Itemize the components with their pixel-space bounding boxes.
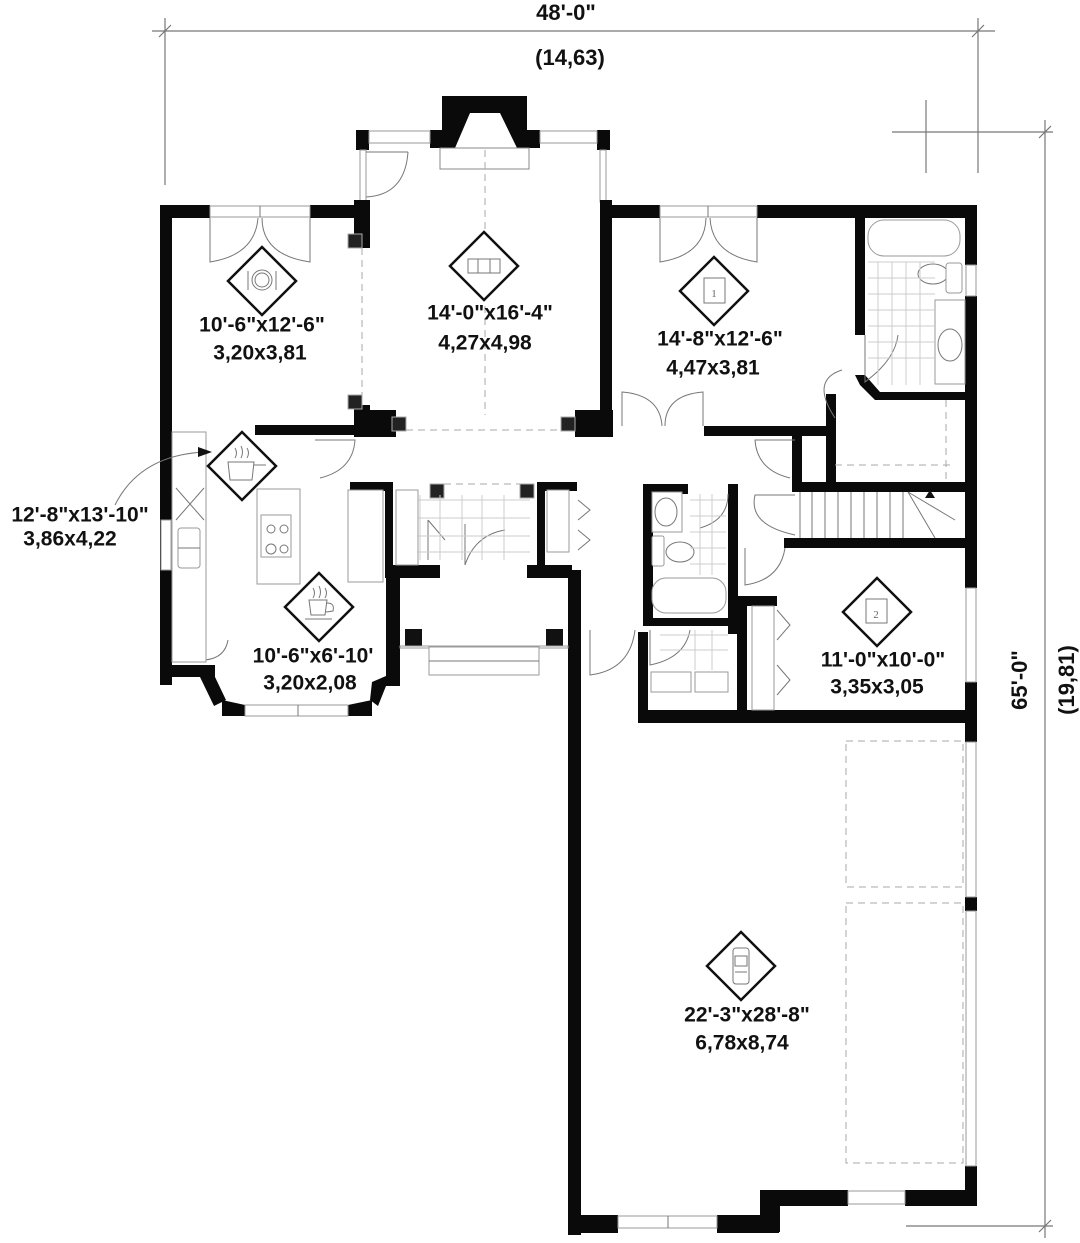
room-diamond bbox=[206, 430, 278, 502]
room-imperial-dimensions: 10'-6"x6'-10' bbox=[253, 645, 374, 668]
room-diamond bbox=[448, 230, 520, 302]
coffee-cup-icon bbox=[305, 585, 334, 620]
room-garage: 22'-3"x28'-8" 6,78x8,74 bbox=[684, 930, 810, 1055]
dining-plate-icon bbox=[247, 269, 277, 291]
overall-depth-imperial: 65'-0" bbox=[1007, 650, 1032, 710]
garage-door-outline bbox=[845, 740, 964, 888]
room-imperial-dimensions: 10'-6"x12'-6" bbox=[199, 314, 325, 337]
cooking-pot-icon bbox=[227, 445, 266, 481]
room-diamond bbox=[226, 245, 298, 317]
room-imperial-dimensions: 22'-3"x28'-8" bbox=[684, 1004, 810, 1027]
room-metric-dimensions: 4,27x4,98 bbox=[438, 332, 532, 355]
sofa-icon bbox=[467, 258, 501, 274]
room-diamond bbox=[678, 255, 750, 327]
room-metric-dimensions: 3,35x3,05 bbox=[830, 676, 924, 699]
room-living: 14'-0"x16'-4" 4,27x4,98 bbox=[427, 230, 553, 355]
bedroom-1-icon: 1 bbox=[703, 277, 726, 304]
windows bbox=[160, 205, 977, 1229]
room-diamond bbox=[841, 576, 913, 648]
room-metric-dimensions: 6,78x8,74 bbox=[695, 1032, 789, 1055]
overall-depth-metric: (19,81) bbox=[1054, 645, 1079, 715]
room-metric-dimensions: 3,20x3,81 bbox=[213, 342, 307, 365]
room-imperial-dimensions: 11'-0"x10'-0" bbox=[821, 649, 945, 672]
bath-fixtures bbox=[398, 219, 966, 693]
room-imperial-dimensions: 12'-8"x13'-10" bbox=[11, 504, 148, 527]
room-imperial-dimensions: 14'-8"x12'-6" bbox=[657, 328, 783, 351]
room-breakfast-nook: 10'-6"x6'-10' 3,20x2,08 bbox=[253, 571, 374, 695]
doors bbox=[204, 217, 899, 696]
car-icon bbox=[732, 947, 750, 985]
room-metric-dimensions: 3,20x2,08 bbox=[263, 672, 357, 695]
garage-door-outline bbox=[845, 902, 964, 1164]
room-kitchen: 12'-8"x13'-10" 3,86x4,22 bbox=[11, 430, 278, 551]
stairs bbox=[799, 400, 956, 539]
window bbox=[368, 130, 431, 144]
room-diamond bbox=[283, 571, 355, 643]
overall-width-imperial: 48'-0" bbox=[536, 0, 596, 25]
columns bbox=[347, 233, 576, 646]
bedroom-2-icon: 2 bbox=[865, 598, 888, 624]
room-master-bedroom: 1 14'-8"x12'-6" 4,47x3,81 bbox=[657, 255, 783, 380]
room-dining: 10'-6"x12'-6" 3,20x3,81 bbox=[199, 245, 325, 365]
room-metric-dimensions: 4,47x3,81 bbox=[666, 357, 760, 380]
overall-width-metric: (14,63) bbox=[535, 45, 605, 70]
fireplace bbox=[430, 96, 540, 415]
window bbox=[539, 130, 598, 144]
bedroom-number: 2 bbox=[873, 609, 879, 621]
kitchen-fixtures bbox=[171, 431, 384, 663]
room-metric-dimensions: 3,86x4,22 bbox=[23, 528, 116, 551]
dimension-lines bbox=[152, 18, 1053, 1238]
bedroom-number: 1 bbox=[711, 288, 717, 300]
room-bedroom-2: 2 11'-0"x10'-0" 3,35x3,05 bbox=[821, 576, 945, 699]
room-imperial-dimensions: 14'-0"x16'-4" bbox=[427, 302, 553, 325]
